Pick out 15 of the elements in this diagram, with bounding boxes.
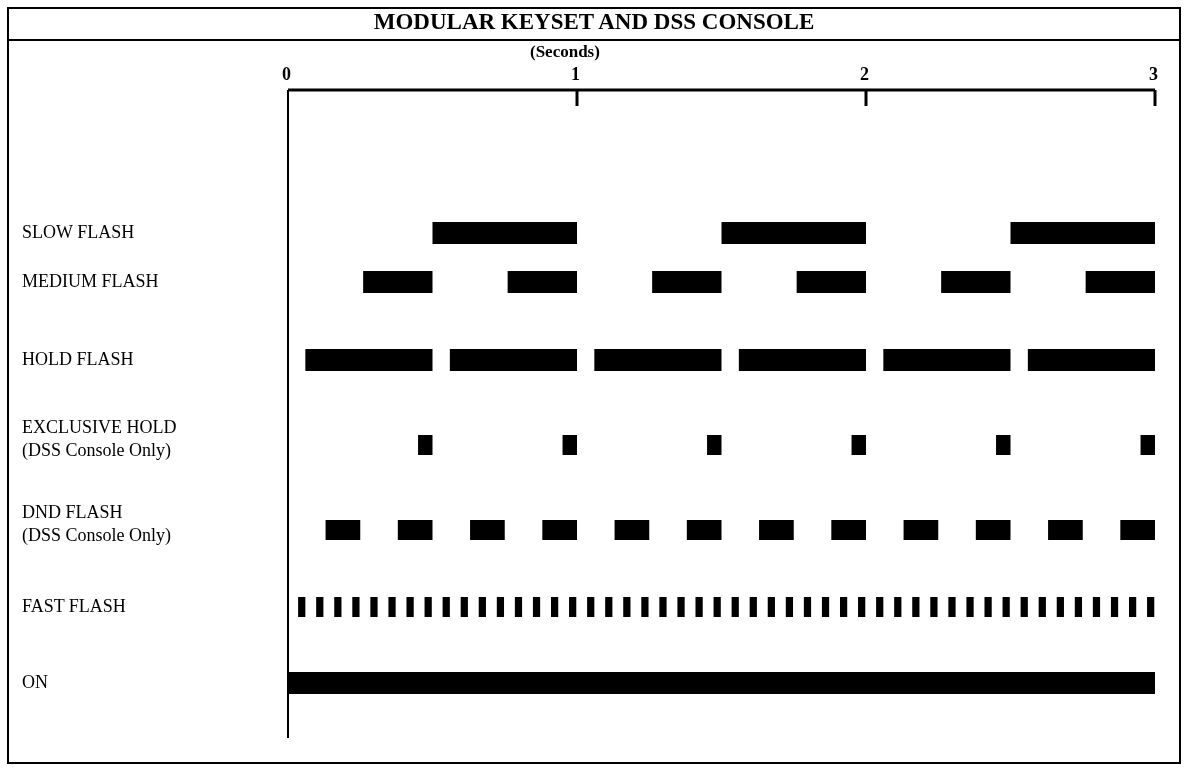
row-note: (DSS Console Only) [22, 440, 171, 461]
axis-tick-label: 0 [282, 64, 291, 85]
axis-tick-label: 3 [1149, 64, 1158, 85]
row-label: HOLD FLASH [22, 349, 134, 370]
axis-tick-label: 1 [571, 64, 580, 85]
axis-title: (Seconds) [530, 42, 600, 62]
row-label: FAST FLASH [22, 596, 126, 617]
row-label: DND FLASH [22, 502, 123, 523]
row-label: MEDIUM FLASH [22, 271, 159, 292]
row-label: ON [22, 672, 48, 693]
row-label: SLOW FLASH [22, 222, 135, 243]
row-label: EXCLUSIVE HOLD [22, 417, 177, 438]
diagram-title: MODULAR KEYSET AND DSS CONSOLE [372, 9, 816, 35]
axis-tick-label: 2 [860, 64, 869, 85]
row-note: (DSS Console Only) [22, 525, 171, 546]
